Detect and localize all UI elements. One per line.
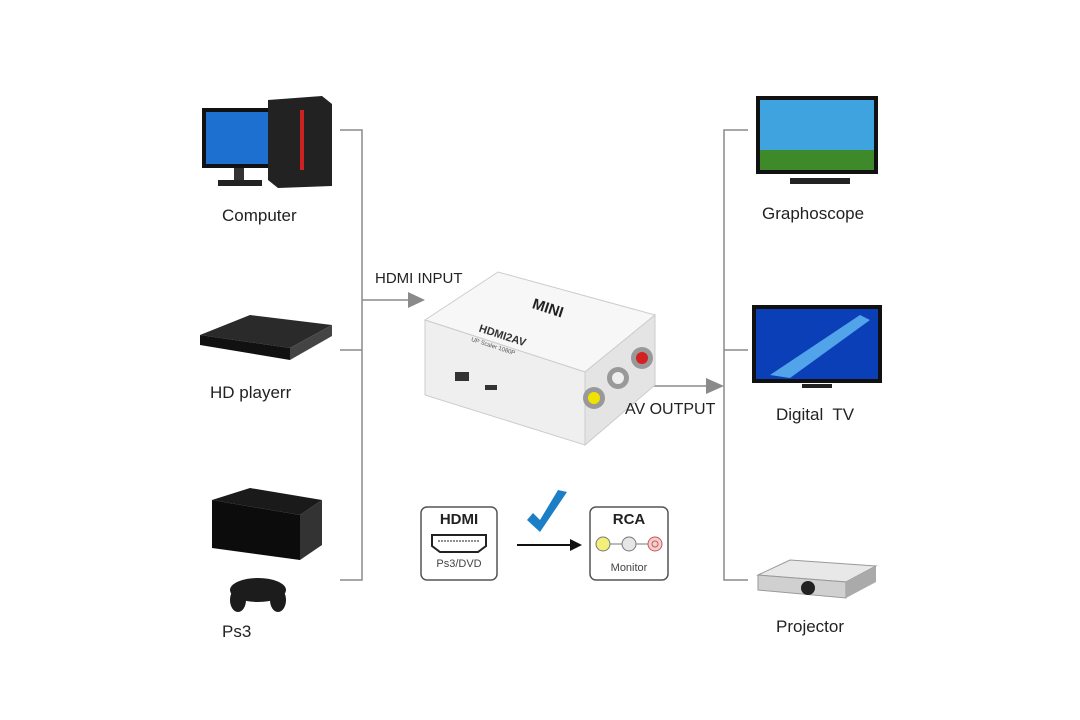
rca-connectors-icon — [595, 536, 663, 552]
input-label-computer: Computer — [222, 206, 297, 225]
output-label-projector: Projector — [776, 617, 845, 636]
output-label-graphoscope: Graphoscope — [762, 204, 865, 223]
rca-legend-caption: Monitor — [610, 562, 648, 574]
hdmi-port-icon — [431, 534, 487, 553]
rca-legend-title: RCA — [612, 511, 646, 528]
av-output-arrowhead — [706, 378, 724, 394]
checkmark-icon — [527, 490, 567, 532]
output-label-digital-tv: Digital TV — [776, 405, 855, 424]
hdmi-legend-caption: Ps3/DVD — [436, 558, 482, 570]
computer-icon — [202, 96, 332, 188]
output-bracket — [723, 129, 748, 581]
converter-box-illustration — [423, 271, 657, 447]
hdmi-input-arrowhead — [408, 292, 425, 308]
hdmi-legend-title: HDMI — [439, 511, 479, 528]
hd-player-icon — [200, 315, 332, 360]
input-label-ps3: Ps3 — [222, 622, 252, 641]
input-bracket — [340, 129, 363, 581]
projector-icon — [756, 559, 878, 599]
digital-tv-icon — [752, 305, 882, 388]
hdmi-input-label: HDMI INPUT — [375, 270, 463, 287]
input-label-hd-player: HD playerr — [210, 383, 292, 402]
ps3-console-icon — [212, 488, 322, 612]
tv-icon — [756, 96, 878, 184]
av-output-label: AV OUTPUT — [625, 401, 716, 418]
